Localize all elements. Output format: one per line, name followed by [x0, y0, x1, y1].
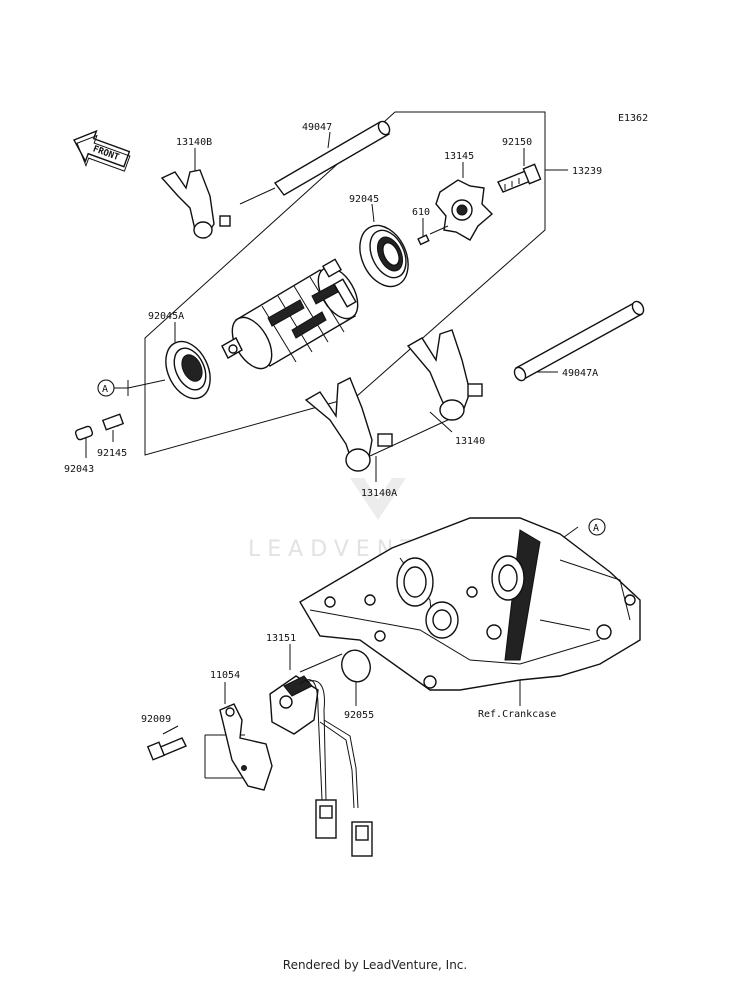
- label-11054: 11054: [210, 670, 240, 681]
- label-13151: 13151: [266, 633, 296, 644]
- fork-13140A: [304, 377, 393, 472]
- bearing-92045A: [165, 340, 211, 400]
- label-49047: 49047: [302, 122, 332, 133]
- label-13145: 13145: [444, 151, 474, 162]
- label-92150: 92150: [502, 137, 532, 148]
- footer-credit: Rendered by LeadVenture, Inc.: [282, 958, 468, 972]
- ref-a-label-crankcase: A: [593, 523, 599, 534]
- bolt-92150: [497, 163, 542, 193]
- label-92045A: 92045A: [148, 311, 184, 322]
- fork-13140: [406, 329, 483, 421]
- label-13140A: 13140A: [361, 488, 397, 499]
- label-610: 610: [412, 207, 430, 218]
- ref-a-marker: A: [97, 379, 115, 397]
- label-13140B: 13140B: [176, 137, 212, 148]
- label-92055: 92055: [344, 710, 374, 721]
- diagram-code: E1362: [618, 113, 648, 124]
- label-92043: 92043: [64, 464, 94, 475]
- ref-a-label: A: [102, 384, 108, 395]
- pin-92043: [74, 425, 94, 441]
- o-ring-92055: [341, 649, 371, 683]
- ref-a-marker-crankcase: A: [588, 518, 606, 536]
- label-49047A: 49047A: [562, 368, 598, 379]
- front-arrow-icon: FRONT: [73, 129, 131, 172]
- label-92045: 92045: [349, 194, 379, 205]
- fork-13140B: [160, 169, 231, 239]
- shaft-49047A: [513, 300, 645, 382]
- bracket-11054: [219, 703, 273, 791]
- leader-lines: [85, 131, 579, 779]
- spring-92145: [101, 413, 125, 431]
- label-13239: 13239: [572, 166, 602, 177]
- star-plate-13145: [435, 179, 494, 241]
- bolt-92009: [146, 737, 187, 761]
- label-13140: 13140: [455, 436, 485, 447]
- bearing-92045: [359, 224, 409, 288]
- assembly-frame: [144, 111, 546, 456]
- label-92145: 92145: [97, 448, 127, 459]
- sensor-13151: [269, 675, 373, 857]
- crankcase: [299, 517, 641, 691]
- shaft-49047: [239, 120, 391, 205]
- label-ref-crankcase: Ref.Crankcase: [478, 709, 556, 720]
- shift-drum: [221, 258, 359, 370]
- label-92009: 92009: [141, 714, 171, 725]
- pin-610: [417, 225, 449, 246]
